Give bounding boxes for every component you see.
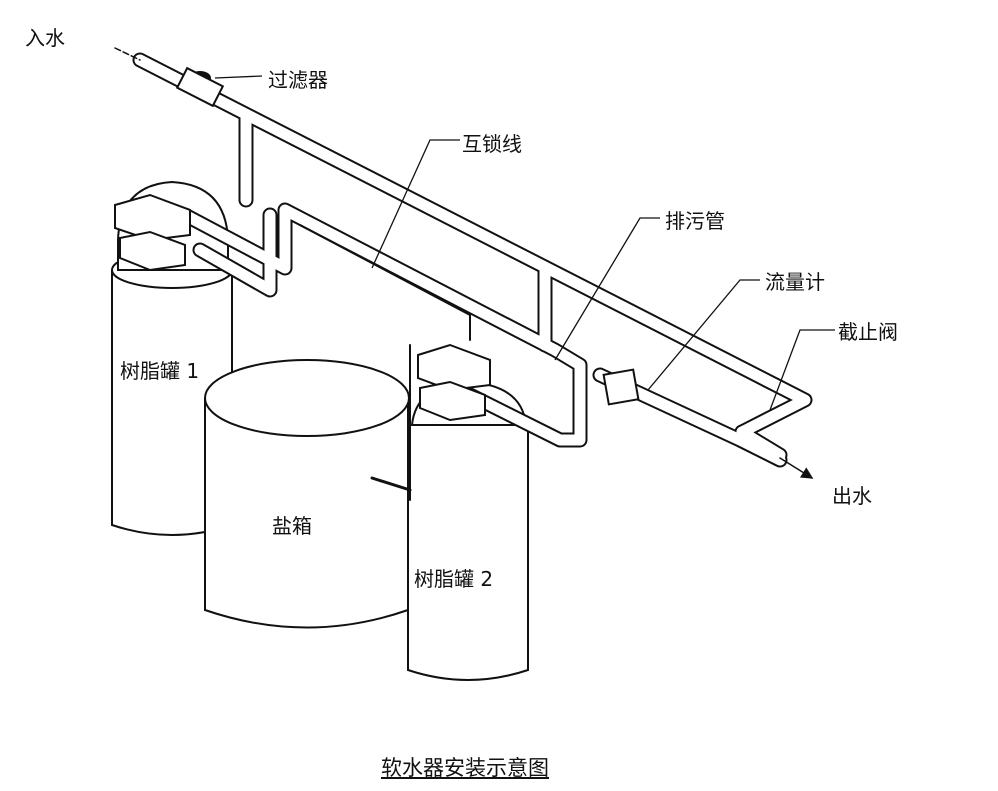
- resin-tank-2: [407, 380, 529, 681]
- label-brine: 盐箱: [272, 514, 312, 538]
- filter: [175, 66, 225, 108]
- label-outlet: 出水: [832, 484, 872, 508]
- brine-tank: [204, 359, 410, 629]
- label-interlock: 互锁线: [462, 132, 522, 156]
- label-flowmeter: 流量计: [765, 270, 825, 294]
- label-drain: 排污管: [665, 209, 725, 233]
- label-filter: 过滤器: [268, 68, 328, 92]
- caption: 软水器安装示意图: [381, 756, 549, 780]
- label-tank2: 树脂罐 2: [414, 567, 494, 591]
- label-valve: 截止阀: [838, 320, 898, 344]
- label-inlet: 入水: [25, 26, 65, 50]
- label-tank1: 树脂罐 1: [120, 359, 200, 383]
